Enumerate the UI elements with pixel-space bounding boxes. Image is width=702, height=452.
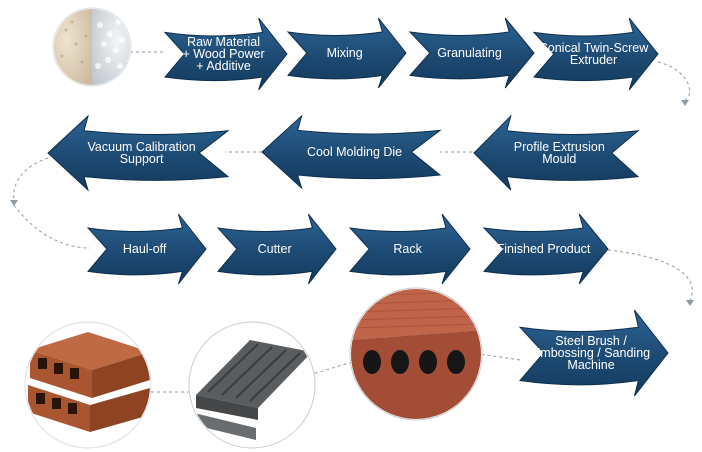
step-arrow-shape (86, 213, 207, 285)
step-granulating: Granulating (408, 17, 535, 89)
arrowhead-down-right (681, 100, 689, 106)
step-arrow-shape (532, 17, 659, 91)
step-label: Profile Extrusion (514, 140, 605, 154)
flow-connectors (13, 51, 693, 393)
step-raw-material: Raw Material+ Wood Power+ Additive (163, 17, 288, 91)
step-label: Vacuum Calibration (88, 140, 196, 154)
step-label: Machine (567, 358, 614, 372)
step-label: Support (120, 152, 164, 166)
step-label: + Additive (196, 59, 251, 73)
arrowhead-down-left (10, 200, 18, 206)
step-arrow-shape (518, 309, 669, 397)
step-mixing: Mixing (286, 17, 407, 89)
step-label: Haul-off (123, 242, 167, 256)
step-label: Extruder (570, 53, 617, 67)
step-haul-off: Haul-off (86, 213, 207, 285)
connector-emboss-photo-to-grey (312, 361, 353, 375)
step-label: Mixing (327, 46, 363, 60)
connector-vacuum-to-haul-off (13, 157, 49, 201)
step-arrow-shape (473, 114, 640, 191)
step-label: Finished Product (497, 242, 591, 256)
step-arrow-shape (47, 114, 230, 192)
step-label: Cool Molding Die (307, 145, 402, 159)
step-arrow-shape (408, 17, 535, 89)
step-label: Conical Twin-Screw (539, 41, 650, 55)
step-label: + Wood Power (183, 47, 265, 61)
step-arrow-shape (216, 213, 337, 285)
embossed-board-photo (349, 287, 483, 421)
brown-board-photo (24, 321, 152, 449)
step-label: Granulating (437, 46, 502, 60)
raw-material-photo (52, 7, 132, 87)
step-arrow-shape (482, 213, 609, 285)
step-cool-molding-die: Cool Molding Die (261, 114, 442, 190)
step-label: Embossing / Sanding (532, 346, 650, 360)
connector-finished-to-brush (607, 249, 693, 301)
grey-board-photo (188, 321, 316, 449)
connector-arrowheads (10, 100, 694, 306)
step-rack: Rack (348, 213, 471, 285)
process-steps: Raw Material+ Wood Power+ Additive Mixing… (47, 17, 669, 397)
step-arrow-shape (286, 17, 407, 89)
step-label: Rack (393, 242, 422, 256)
step-finished-product: Finished Product (482, 213, 609, 285)
step-cutter: Cutter (216, 213, 337, 285)
step-label: Cutter (258, 242, 292, 256)
connector-extruder-to-profile-mould (657, 61, 691, 101)
step-label: Raw Material (187, 35, 260, 49)
connector-haul-off-to-haul (13, 204, 91, 249)
step-arrow-shape (261, 114, 442, 190)
step-label: Steel Brush / (555, 334, 627, 348)
step-arrow-shape (163, 17, 288, 91)
step-arrow-shape (348, 213, 471, 285)
step-label: Mould (542, 152, 576, 166)
arrowhead-down-bottom-right (686, 300, 694, 306)
connector-brush-to-emboss-photo (479, 353, 521, 361)
